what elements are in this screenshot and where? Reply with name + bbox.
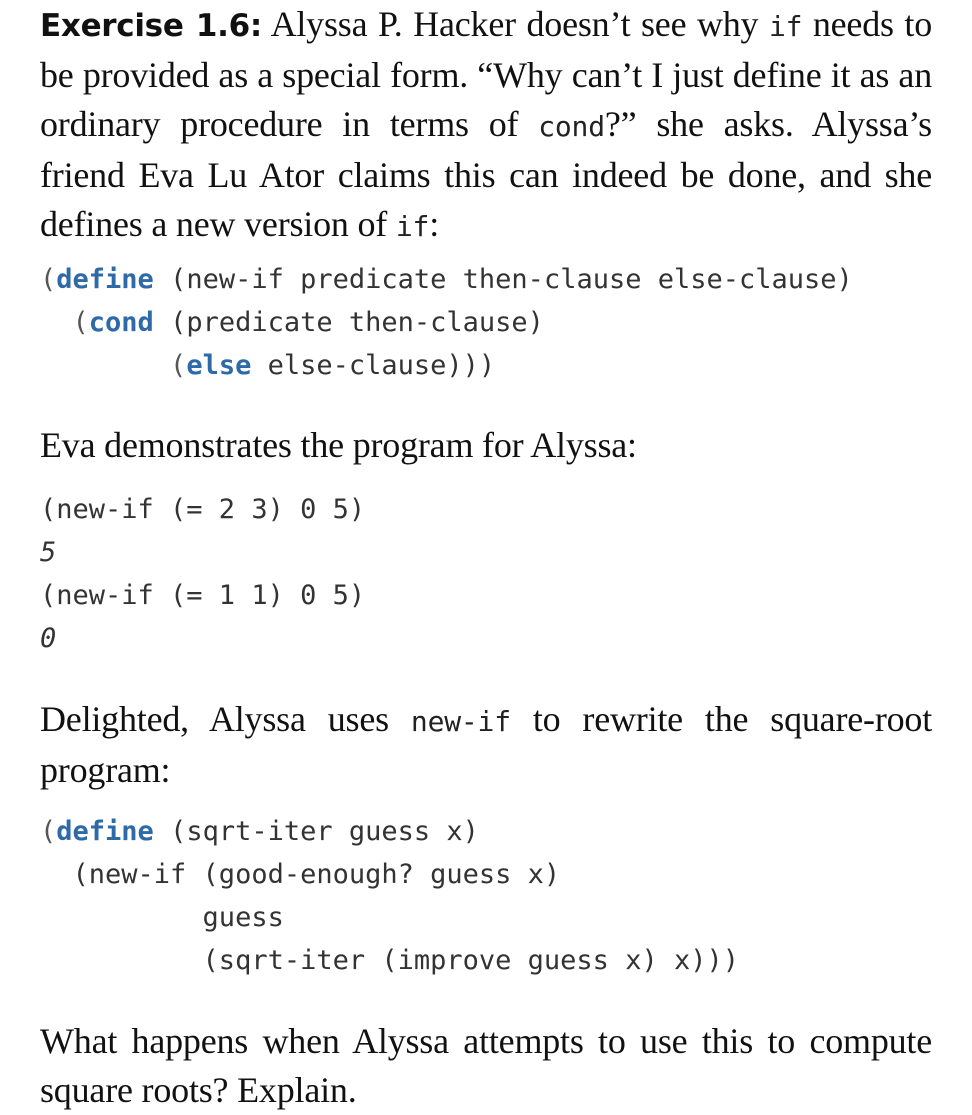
demo-paragraph: Eva demonstrates the program for Alyssa: — [40, 425, 637, 465]
question-paragraph: What happens when Alyssa attempts to use… — [40, 1021, 932, 1110]
keyword-define: define — [56, 816, 154, 847]
code-line: (else else-clause))) — [170, 350, 496, 381]
code-line: guess — [40, 902, 284, 933]
demo-code: (new-if (= 2 3) 0 5) 5 (new-if (= 1 1) 0… — [40, 488, 365, 660]
code-line: (define (new-if predicate then-clause el… — [40, 264, 853, 295]
keyword-define: define — [56, 264, 154, 295]
new-if-definition-code: (define (new-if predicate then-clause el… — [40, 258, 853, 387]
keyword-else: else — [186, 350, 252, 381]
inline-code-if-2: if — [395, 210, 430, 243]
exercise-intro-paragraph: Exercise 1.6: Alyssa P. Hacker doesn’t s… — [40, 0, 932, 251]
intro-text-2: needs to be provided as a special form. … — [40, 4, 933, 144]
demo-expression-2: (new-if (= 1 1) 0 5) — [40, 580, 366, 611]
intro-text-1: Alyssa P. Hacker doesn’t see why — [261, 4, 769, 44]
intro-text-4: : — [429, 204, 440, 244]
rewrite-paragraph: Delighted, Alyssa uses new-if to rewrite… — [40, 699, 933, 790]
inline-code-new-if: new-if — [410, 705, 511, 738]
demo-output-2: 0 — [40, 623, 57, 654]
code-line: (define (sqrt-iter guess x) — [40, 816, 479, 847]
code-line: (sqrt-iter (improve guess x) x))) — [40, 945, 739, 976]
keyword-cond: cond — [88, 307, 154, 338]
code-line: (cond (predicate then-clause) — [72, 307, 544, 338]
demo-expression-1: (new-if (= 2 3) 0 5) — [40, 494, 366, 525]
inline-code-cond: cond — [538, 110, 605, 143]
inline-code-if: if — [768, 10, 803, 43]
demo-output-1: 5 — [40, 537, 57, 568]
exercise-heading: Exercise 1.6: — [40, 8, 262, 44]
code-line: (new-if (good-enough? guess x) — [40, 859, 561, 890]
intro-text-3: ?” she asks. Alyssa’s friend Eva Lu Ator… — [40, 104, 932, 244]
sqrt-iter-code: (define (sqrt-iter guess x) (new-if (goo… — [40, 810, 739, 982]
